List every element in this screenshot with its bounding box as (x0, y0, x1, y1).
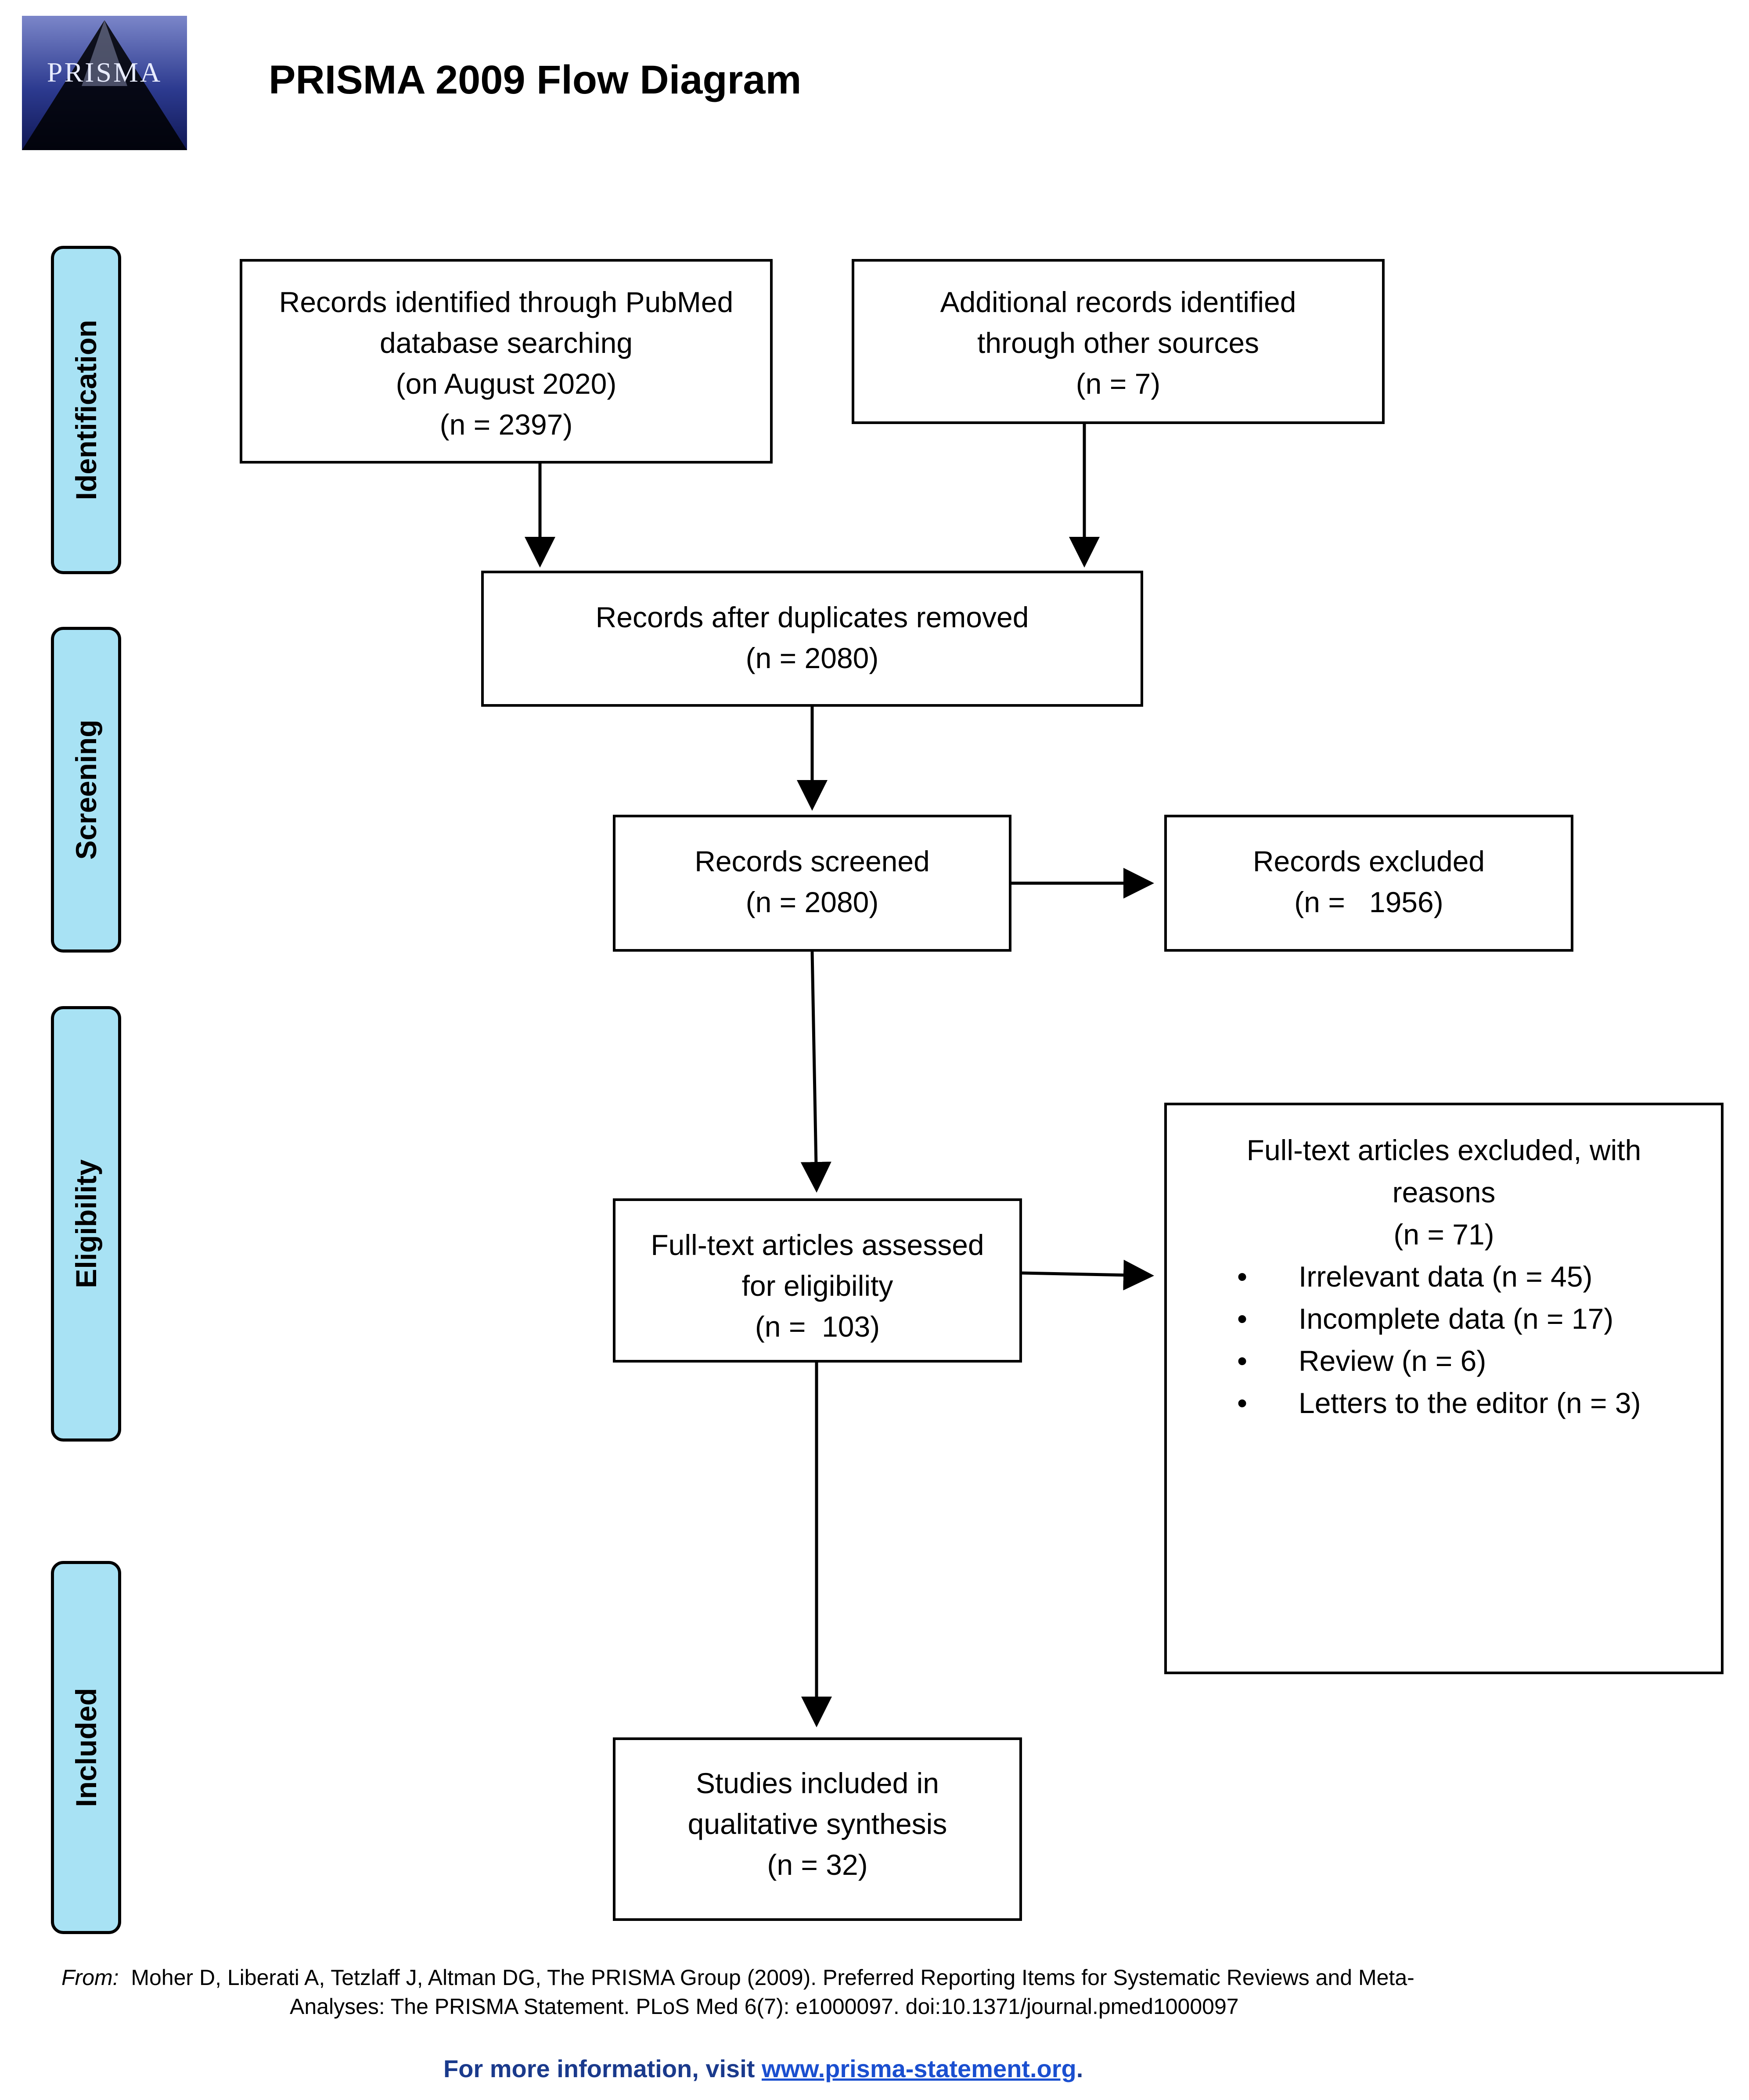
logo-text: PRISMA (47, 57, 162, 88)
box-line: Records screened (695, 845, 930, 877)
box-count: (n = 32) (767, 1848, 868, 1881)
box-count: (n = 2080) (745, 886, 879, 918)
box-line: for eligibility (741, 1269, 893, 1302)
box-line: Records excluded (1252, 845, 1485, 877)
prisma-logo: PRISMA (22, 16, 187, 150)
more-info-suffix: . (1076, 2055, 1083, 2082)
box-line: qualitative synthesis (687, 1808, 947, 1840)
stage-eligibility: Eligibility (51, 1006, 121, 1442)
box-records-excluded: Records excluded (n = 1956) (1164, 815, 1573, 952)
box-studies-included: Studies included in qualitative synthesi… (613, 1737, 1022, 1921)
more-info-prefix: For more information, visit (443, 2055, 762, 2082)
box-line: reasons (1392, 1176, 1496, 1208)
citation: From: Moher D, Liberati A, Tetzlaff J, A… (61, 1963, 1624, 2021)
exclusion-reason: Irrelevant data (n = 45) (1167, 1255, 1721, 1298)
box-line: through other sources (977, 327, 1260, 359)
page-title: PRISMA 2009 Flow Diagram (269, 58, 802, 102)
prisma-website-link[interactable]: www.prisma-statement.org (761, 2055, 1076, 2082)
citation-line-1: From: Moher D, Liberati A, Tetzlaff J, A… (61, 1963, 1624, 1992)
box-full-text-assessed: Full-text articles assessed for eligibil… (613, 1198, 1022, 1363)
citation-text-2: Analyses: The PRISMA Statement. PLoS Med… (290, 1994, 1239, 2019)
box-line: Full-text articles excluded, with (1246, 1134, 1641, 1166)
box-line: Additional records identified (940, 286, 1296, 318)
box-line: (on August 2020) (396, 367, 617, 400)
box-records-screened: Records screened (n = 2080) (613, 815, 1011, 952)
exclusion-reason: Letters to the editor (n = 3) (1167, 1382, 1721, 1424)
box-line: Studies included in (695, 1767, 939, 1799)
exclusion-reasons-list: Irrelevant data (n = 45) Incomplete data… (1167, 1255, 1721, 1424)
citation-text-1: Moher D, Liberati A, Tetzlaff J, Altman … (131, 1965, 1414, 1990)
box-full-text-excluded: Full-text articles excluded, with reason… (1164, 1103, 1724, 1674)
stage-screening: Screening (51, 627, 121, 953)
arrow-screened-to-fulltext (800, 951, 831, 1193)
box-count: (n = 2080) (745, 642, 879, 674)
box-pubmed-records: Records identified through PubMed databa… (240, 259, 773, 464)
stage-included: Included (51, 1561, 121, 1934)
box-count: (n = 1956) (1294, 886, 1443, 918)
box-count: (n = 2397) (439, 408, 573, 441)
box-line: database searching (379, 327, 633, 359)
box-count: (n = 103) (755, 1310, 880, 1343)
exclusion-reason: Review (n = 6) (1167, 1340, 1721, 1382)
box-line: Full-text articles assessed (651, 1229, 984, 1261)
box-line: Records after duplicates removed (595, 601, 1029, 633)
exclusion-reason: Incomplete data (n = 17) (1167, 1298, 1721, 1340)
box-count: (n = 71) (1393, 1218, 1494, 1251)
box-other-sources: Additional records identified through ot… (852, 259, 1385, 424)
arrow-fulltext-to-excluded (1022, 1259, 1154, 1291)
logo-triangle-icon (22, 20, 187, 150)
box-count: (n = 7) (1076, 367, 1161, 400)
more-info: For more information, visit www.prisma-s… (443, 2054, 1083, 2083)
citation-from: From: (61, 1965, 119, 1990)
box-after-duplicates: Records after duplicates removed (n = 20… (481, 571, 1143, 707)
stage-identification: Identification (51, 246, 121, 574)
box-line: Records identified through PubMed (279, 286, 734, 318)
